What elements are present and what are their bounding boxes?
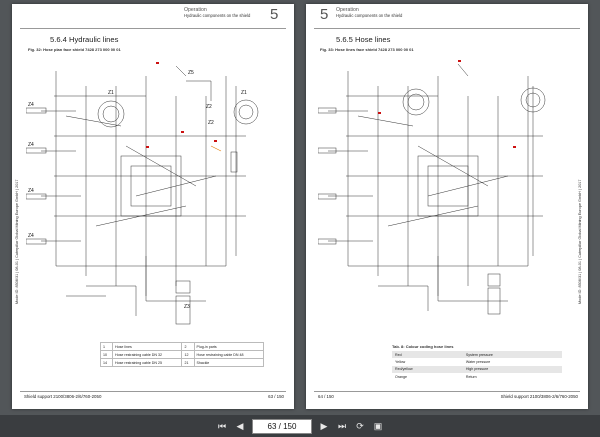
next-page-icon[interactable]: ▶ [320,420,328,431]
footer-title: Shield support 2100/3806-2/6/760-2050 [24,394,102,399]
footer-divider [314,391,580,392]
table-row: 14 Hose restraining cable DN 25 21 Shack… [99,358,265,367]
hose-lines-diagram [318,60,546,315]
header-divider [314,28,580,29]
sidebar-copyright: Mode ID: 8508/31 | 08-01 | Caterpillar G… [578,179,582,304]
zone-label: Z3 [184,304,190,310]
table-row: Red/yellow High pressure [392,365,562,373]
rotate-icon[interactable]: ⟳ [356,420,364,431]
document-page-left: Operation Hydraulic components on the sh… [12,4,294,409]
figure-caption: Fig. 32: Hose plan face shield 7428 273 … [28,47,121,52]
figure-caption: Fig. 33: Hose lines face shield 7428 273… [320,47,414,52]
section-title: 5.6.4 Hydraulic lines [50,35,119,44]
zone-label: Z4 [28,102,34,108]
table-row: Yellow Water pressure [395,359,491,364]
table-row: 1 Hose lines 2 Plug-in parts [99,342,265,351]
header-divider [20,28,286,29]
last-page-icon[interactable]: ⏭ [337,420,347,431]
table-row: Orange Return [395,374,477,379]
table-caption: Tab. 8: Colour coding hose lines [392,344,454,349]
page-number: 63 / 150 [268,394,284,399]
zone-label: Z4 [28,188,34,194]
zone-label: Z1 [108,90,114,96]
page-header: Operation Hydraulic components on the sh… [184,7,251,19]
zone-label: Z2 [208,120,214,126]
table-row: Red System pressure [392,351,562,359]
fit-width-icon[interactable]: ▣ [373,420,383,431]
chapter-number: 5 [320,6,329,23]
color-coding-table: Red System pressure Yellow Water pressur… [392,351,562,380]
zone-label: Z5 [188,70,194,76]
zone-label: Z1 [241,90,247,96]
header-section: Operation [184,7,207,13]
legend-table: 1 Hose lines 2 Plug-in parts 10 Hose res… [99,342,265,367]
viewer-toolbar: ⏮ ◀ 63 / 150 ▶ ⏭ ⟳ ▣ [0,415,600,437]
first-page-icon[interactable]: ⏮ [217,420,227,431]
header-section: Operation [336,7,359,13]
footer-divider [20,391,286,392]
footer-title: Shield support 2100/3806-2/6/760-2050 [500,394,578,399]
zone-label: Z4 [28,233,34,239]
header-subsection: Hydraulic components on the shield [184,13,251,19]
page-number-input[interactable]: 63 / 150 [252,418,312,434]
page-header: Operation Hydraulic components on the sh… [336,7,403,19]
header-subsection: Hydraulic components on the shield [336,13,403,19]
table-row: 10 Hose restraining cable DN 32 12 Hose … [99,350,265,359]
hydraulic-diagram: Z5 Z1 Z1 Z4 Z4 Z2 Z2 Z4 Z4 Z3 [26,62,259,325]
prev-page-icon[interactable]: ◀ [236,420,244,431]
zone-label: Z2 [206,104,212,110]
section-title: 5.6.5 Hose lines [336,35,391,44]
chapter-number: 5 [270,6,279,23]
page-number: 64 / 150 [318,394,334,399]
sidebar-copyright: Mode ID: 8508/31 | 08-01 | Caterpillar G… [15,179,19,304]
zone-label: Z4 [28,142,34,148]
document-page-right: 5 Operation Hydraulic components on the … [306,4,588,409]
